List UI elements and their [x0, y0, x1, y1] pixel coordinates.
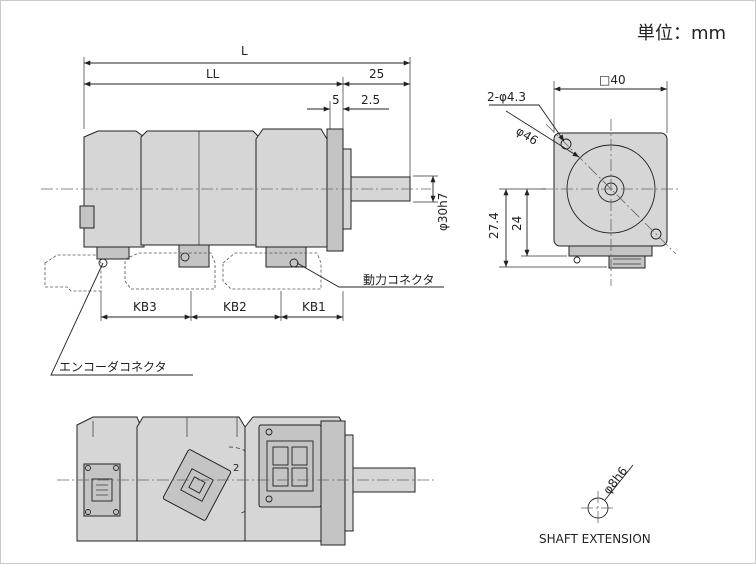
encoder-connector-leader	[50, 262, 193, 376]
top-view: 2	[57, 416, 437, 546]
dim-27-4: 27.4	[487, 212, 501, 239]
top-pilot	[344, 434, 354, 532]
connector-tab	[568, 245, 653, 257]
dim-square: □40	[599, 73, 626, 87]
dim-24: 24	[510, 216, 524, 231]
dim-kb3: KB3	[133, 300, 157, 314]
label-encoder-connector: エンコーダコネクタ	[59, 359, 167, 374]
front-view: □40 2-φ4.3 φ46 27.4 24	[487, 73, 681, 286]
pcd-leader	[505, 110, 580, 158]
dim-shaft-dia: φ30h7	[436, 193, 450, 231]
mount-hole-2	[650, 228, 662, 240]
dim-holes: 2-φ4.3	[487, 90, 526, 104]
dim-5: 5	[332, 93, 340, 107]
rotation-angle-mark: 2	[233, 463, 239, 474]
dim-kb2: KB2	[223, 300, 247, 314]
shaft-leader	[604, 464, 634, 501]
top-power-connector	[258, 424, 322, 508]
brake-connector	[178, 244, 210, 268]
dim-LL: LL	[206, 67, 220, 81]
top-brake-connector	[162, 449, 232, 521]
holes-leader	[489, 104, 565, 142]
dim-pcd: φ46	[513, 124, 540, 148]
flange-square	[553, 132, 668, 247]
dim-2-5: 2.5	[361, 93, 380, 107]
dim-shaft-extension: φ8h6	[600, 464, 630, 497]
side-view: L LL 25 5 2.5 φ30h7	[41, 44, 450, 376]
power-connector-leader	[296, 262, 444, 288]
brake-plug-outline	[124, 252, 216, 290]
power-connector	[265, 246, 307, 268]
mounting-flange	[326, 128, 344, 252]
dim-L: L	[241, 44, 248, 58]
top-encoder-connector	[83, 463, 121, 517]
dim-kb1: KB1	[302, 300, 326, 314]
top-flange	[320, 420, 346, 546]
connector-plug	[608, 255, 646, 269]
label-power-connector: 動力コネクタ	[363, 273, 435, 287]
dim-25: 25	[369, 67, 384, 81]
stator-housing	[255, 128, 328, 248]
encoder-connector-base	[96, 246, 130, 260]
power-plug-outline	[222, 252, 322, 290]
shaft-extension-caption: SHAFT EXTENSION	[539, 532, 651, 546]
shaft-extension-detail: φ8h6 SHAFT EXTENSION	[539, 464, 651, 546]
encoder-cap	[79, 205, 95, 229]
unit-label: 単位：mm	[637, 23, 726, 44]
brake-housing	[140, 130, 260, 246]
